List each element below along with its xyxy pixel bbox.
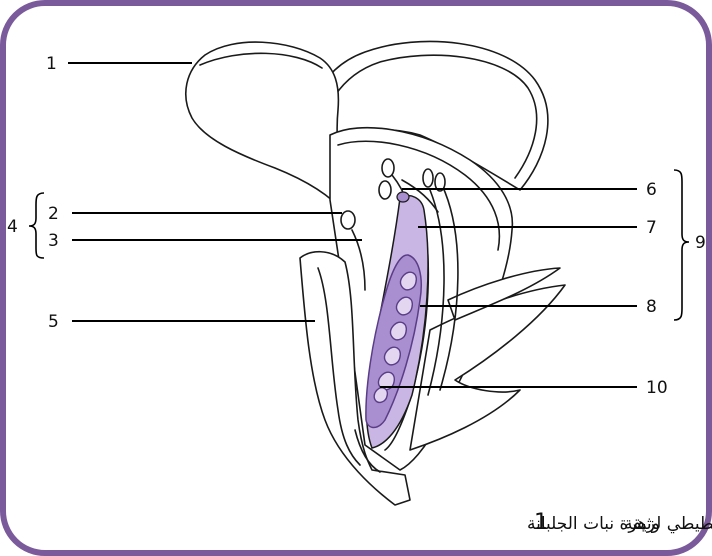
label-6: 6 [646, 180, 657, 200]
caption-text: : رسم تخطيطي لزهرة نبات الجلبانة [527, 514, 712, 534]
anther-left [341, 211, 355, 229]
brace-9 [674, 170, 689, 320]
flower-illustration [186, 41, 565, 505]
label-9: 9 [695, 233, 706, 253]
label-7: 7 [646, 218, 657, 238]
ovule-6 [374, 388, 387, 403]
anther-4 [379, 181, 391, 199]
label-8: 8 [646, 297, 657, 317]
stigma [397, 192, 409, 202]
label-5: 5 [48, 312, 59, 332]
label-2: 2 [48, 204, 59, 224]
anther-1 [382, 159, 394, 177]
caption: وثيقة 1 : رسم تخطيطي لزهرة نبات الجلبانة [527, 510, 712, 535]
label-4: 4 [7, 217, 18, 237]
brace-4 [29, 193, 44, 258]
anther-2 [423, 169, 433, 187]
label-3: 3 [48, 231, 59, 251]
label-10: 10 [646, 378, 668, 398]
label-1: 1 [46, 54, 57, 74]
